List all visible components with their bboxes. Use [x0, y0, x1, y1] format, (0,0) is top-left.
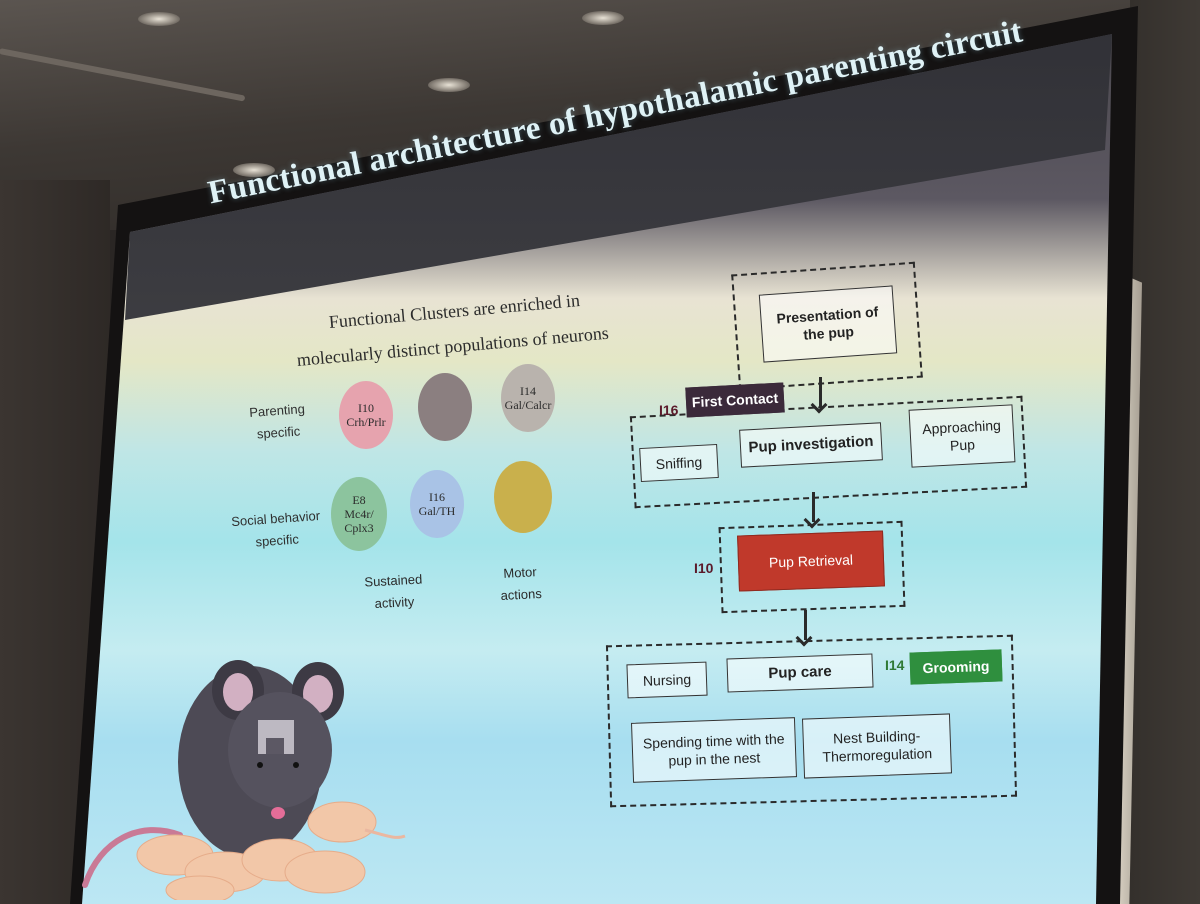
cluster-i14-id: I14 — [520, 384, 536, 398]
nest-line2: Thermoregulation — [822, 745, 933, 765]
row-label-social: Social behavior specific — [231, 505, 323, 555]
ceiling-light — [138, 12, 180, 26]
sniffing-box: Sniffing — [639, 443, 719, 483]
tag-i16: I16 — [659, 402, 679, 418]
presentation-line2: the pup — [802, 323, 855, 343]
mouse-ear-left-inner — [223, 673, 253, 711]
pup-tail — [364, 828, 406, 839]
column-label-sustained-line2: activity — [374, 593, 415, 612]
ceiling-light — [233, 163, 275, 177]
approaching-line2: Pup — [949, 436, 976, 454]
pup — [165, 875, 235, 900]
cluster-i16-id: I16 — [429, 490, 445, 504]
cluster-e8: E8 Mc4r/ Cplx3 — [331, 477, 387, 551]
mouse-pups-illustration — [136, 801, 377, 900]
mouse-eye-right — [293, 762, 299, 768]
ceiling-light — [428, 78, 470, 92]
nest-building-box: Nest Building- Thermoregulation — [801, 713, 953, 779]
cluster-e8-genes-line2: Cplx3 — [344, 521, 374, 535]
column-label-motor: Motor actions — [499, 561, 542, 607]
pup-retrieval-box: Pup Retrieval — [737, 530, 885, 592]
tag-i10: I10 — [694, 560, 714, 576]
spending-time-box: Spending time with the pup in the nest — [631, 717, 797, 783]
cluster-i16-genes: Gal/TH — [418, 504, 456, 518]
row-label-parenting-line2: specific — [256, 423, 301, 442]
column-label-sustained: Sustained activity — [364, 569, 424, 616]
pup — [307, 801, 377, 843]
cluster-motor — [494, 461, 552, 533]
ceiling-rail — [0, 48, 246, 102]
cluster-e8-genes-line1: Mc4r/ — [344, 507, 374, 521]
flow-arrow — [819, 377, 822, 407]
approaching-line1: Approaching — [921, 416, 1002, 438]
first-contact-label: First Contact — [685, 382, 785, 418]
mouse-nose — [271, 807, 285, 819]
grooming-label: Grooming — [909, 649, 1003, 685]
mouse-eye-left — [257, 762, 263, 768]
cluster-parenting-mid — [418, 373, 472, 441]
column-label-sustained-line1: Sustained — [364, 571, 423, 590]
column-label-motor-line2: actions — [500, 585, 543, 604]
column-label-motor-line1: Motor — [503, 564, 537, 581]
pup-care-box: Pup care — [726, 653, 874, 693]
spending-line2: pup in the nest — [668, 749, 761, 769]
mouse-tail — [82, 827, 183, 888]
presentation-box: Presentation of the pup — [758, 285, 898, 363]
cluster-i10-genes: Crh/Prlr — [346, 415, 386, 429]
head-implant-port — [266, 738, 284, 754]
right-wall — [1130, 0, 1200, 904]
nursing-box: Nursing — [626, 661, 708, 699]
cluster-i16: I16 Gal/TH — [410, 470, 464, 538]
tag-i14: I14 — [885, 657, 905, 673]
pup — [284, 850, 366, 894]
flow-arrow — [812, 492, 815, 522]
approaching-pup-box: Approaching Pup — [908, 404, 1016, 468]
cluster-e8-id: E8 — [352, 493, 366, 507]
cluster-i14-genes: Gal/Calcr — [504, 398, 552, 412]
cluster-i10-id: I10 — [358, 401, 374, 415]
cluster-i14: I14 Gal/Calcr — [501, 364, 555, 432]
ceiling-light — [582, 11, 624, 25]
mother-mouse-illustration — [82, 660, 406, 900]
row-label-parenting: Parenting specific — [249, 398, 308, 446]
cluster-i10: I10 Crh/Prlr — [339, 381, 393, 449]
pup-investigation-box: Pup investigation — [739, 422, 883, 468]
flow-arrow — [804, 610, 807, 640]
